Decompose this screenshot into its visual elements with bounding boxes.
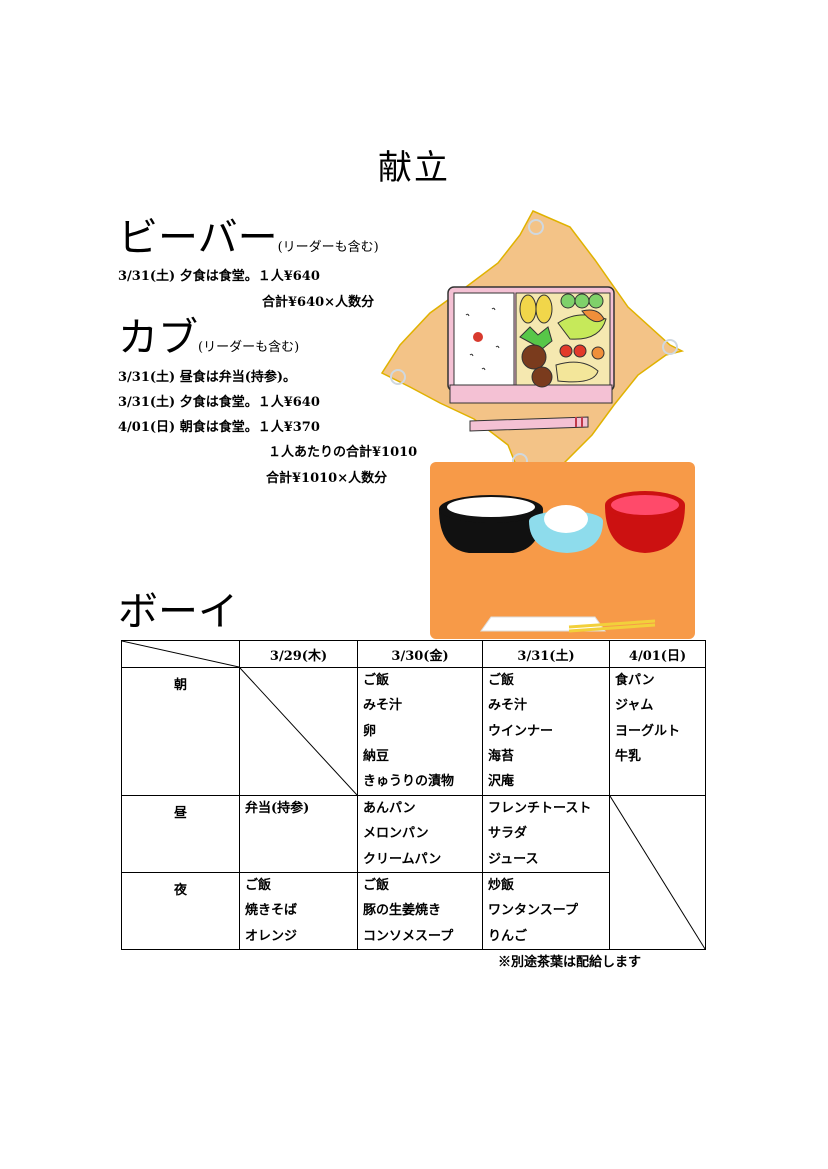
footnote: ※別途茶葉は配給します bbox=[498, 955, 642, 970]
column-header: 3/30(金) bbox=[357, 640, 483, 668]
menu-cell: あんパン メロンパン クリームパン bbox=[357, 795, 483, 873]
menu-item: オレンジ bbox=[245, 928, 298, 944]
menu-item: ご飯 bbox=[245, 878, 272, 893]
cub-line-3: 4/01(日) 朝食は食堂。１人¥370 bbox=[118, 420, 320, 435]
boy-heading: ボーイ bbox=[118, 589, 238, 635]
menu-item: 焼きそば bbox=[245, 903, 298, 919]
menu-cell: 炒飯 ワンタンスープ りんご bbox=[482, 872, 610, 950]
menu-item: 海苔 bbox=[488, 748, 515, 764]
menu-cell: ご飯 みそ汁 卵 納豆 きゅうりの漬物 bbox=[357, 667, 483, 796]
menu-item: ウインナー bbox=[488, 723, 554, 739]
cub-line-1: 3/31(土) 昼食は弁当(持参)。 bbox=[118, 370, 297, 385]
cub-heading: カブ bbox=[118, 315, 198, 361]
table-row-lunch: 昼 弁当(持参) あんパン メロンパン クリームパン フレンチトースト サラダ … bbox=[121, 795, 706, 950]
menu-cell: ご飯 みそ汁 ウインナー 海苔 沢庵 bbox=[482, 667, 610, 796]
cub-line-4: １人あたりの合計¥1010 bbox=[268, 445, 418, 460]
empty-cell bbox=[609, 795, 706, 950]
boy-menu-table: 3/29(木) 3/30(金) 3/31(土) 4/01(日) 朝 ご飯 みそ汁… bbox=[121, 640, 706, 950]
menu-item: コンソメスープ bbox=[363, 928, 454, 944]
menu-item: ワンタンスープ bbox=[488, 903, 578, 919]
column-header: 4/01(日) bbox=[609, 640, 706, 668]
menu-cell: ご飯 豚の生姜焼き コンソメスープ bbox=[357, 872, 483, 950]
menu-item: サラダ bbox=[488, 826, 528, 842]
cub-line-2: 3/31(土) 夕食は食堂。１人¥640 bbox=[118, 395, 320, 410]
cub-heading-block: カブ(リーダーも含む) bbox=[118, 318, 299, 358]
menu-item: ジュース bbox=[488, 851, 539, 867]
beaver-line-1: 3/31(土) 夕食は食堂。１人¥640 bbox=[118, 269, 320, 284]
table-row-dinner: 夜 ご飯 焼きそば オレンジ ご飯 豚の生姜焼き コンソメスープ 炒飯 ワンタン… bbox=[121, 872, 706, 950]
menu-item: きゅうりの漬物 bbox=[363, 774, 455, 790]
row-label: 夜 bbox=[121, 872, 240, 950]
cub-line-5: 合計¥1010×人数分 bbox=[266, 471, 388, 486]
menu-item: 納豆 bbox=[363, 748, 390, 764]
beaver-heading-block: ビーバー(リーダーも含む) bbox=[118, 218, 379, 258]
beaver-line-2: 合計¥640×人数分 bbox=[262, 295, 375, 310]
menu-item: あんパン bbox=[363, 801, 416, 816]
menu-item: 弁当(持参) bbox=[245, 801, 310, 816]
table-header-row: 3/29(木) 3/30(金) 3/31(土) 4/01(日) bbox=[121, 640, 706, 668]
menu-item: ヨーグルト bbox=[615, 723, 681, 739]
cub-note: (リーダーも含む) bbox=[198, 340, 300, 355]
menu-item: 食パン bbox=[615, 673, 655, 688]
row-label: 昼 bbox=[121, 795, 240, 873]
menu-cell: フレンチトースト サラダ ジュース bbox=[482, 795, 610, 873]
menu-item: 卵 bbox=[363, 723, 377, 739]
beaver-note: (リーダーも含む) bbox=[277, 240, 379, 255]
row-label: 朝 bbox=[121, 667, 240, 796]
column-header: 3/31(土) bbox=[482, 640, 610, 668]
menu-item: 沢庵 bbox=[488, 774, 515, 790]
menu-item: ジャム bbox=[615, 698, 654, 714]
menu-cell: ご飯 焼きそば オレンジ bbox=[239, 872, 358, 950]
menu-item: 豚の生姜焼き bbox=[363, 903, 442, 919]
column-header: 3/29(木) bbox=[239, 640, 358, 668]
header-corner-cell bbox=[121, 640, 240, 668]
table-row-breakfast: 朝 ご飯 みそ汁 卵 納豆 きゅうりの漬物 ご飯 みそ汁 ウインナー 海苔 沢庵… bbox=[121, 667, 706, 796]
menu-item: みそ汁 bbox=[488, 698, 528, 714]
menu-item: ご飯 bbox=[488, 673, 515, 688]
menu-item: フレンチトースト bbox=[488, 801, 592, 816]
menu-cell: 弁当(持参) bbox=[239, 795, 358, 873]
menu-item: 牛乳 bbox=[615, 748, 642, 764]
bento-illustration bbox=[380, 210, 685, 476]
menu-cell: 食パン ジャム ヨーグルト 牛乳 bbox=[609, 667, 706, 796]
menu-item: ご飯 bbox=[363, 878, 390, 893]
page-title: 献立 bbox=[378, 148, 450, 188]
menu-item: 炒飯 bbox=[488, 878, 515, 893]
menu-item: みそ汁 bbox=[363, 698, 403, 714]
empty-cell bbox=[239, 667, 358, 796]
meal-tray-illustration bbox=[430, 462, 695, 639]
menu-item: ご飯 bbox=[363, 673, 390, 688]
beaver-heading: ビーバー bbox=[118, 215, 278, 261]
menu-item: クリームパン bbox=[363, 851, 442, 867]
menu-item: メロンパン bbox=[363, 826, 429, 842]
menu-item: りんご bbox=[488, 928, 528, 944]
